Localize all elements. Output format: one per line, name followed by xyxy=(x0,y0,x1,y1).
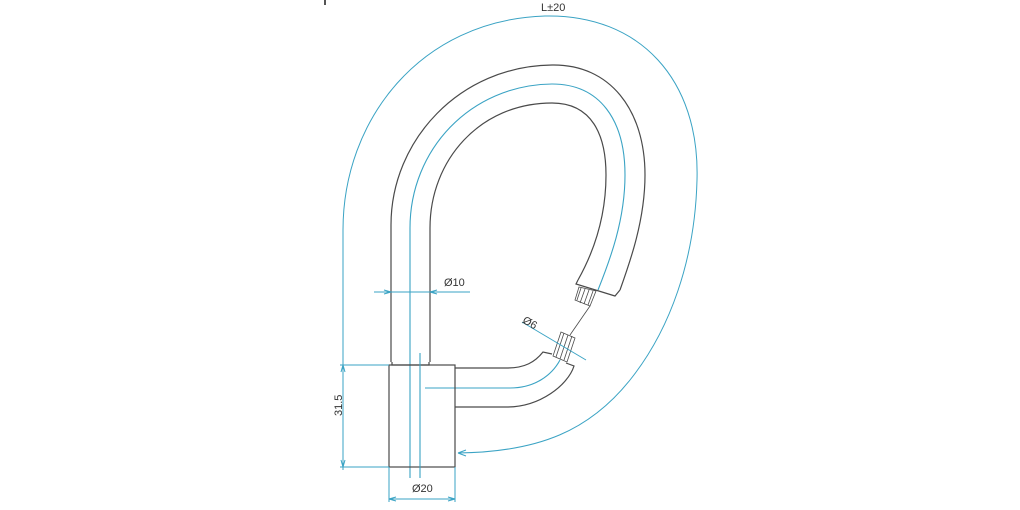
cable-centerline xyxy=(409,83,626,478)
body-height-arrow-bottom xyxy=(340,459,346,468)
lower-cable-top-outline xyxy=(455,351,553,369)
edge-mark xyxy=(324,0,326,5)
length-dimension-line xyxy=(342,15,698,454)
length-label: L±20 xyxy=(541,2,565,14)
cable-diameter-arrow-left xyxy=(383,289,392,295)
body-diameter-label: Ø20 xyxy=(412,483,433,495)
cable-outer-outline xyxy=(390,64,646,362)
length-dimension-arrow xyxy=(457,449,467,457)
body-diameter-arrow-left xyxy=(388,496,397,502)
inner-wire xyxy=(569,305,591,336)
lower-cable-bottom-outline xyxy=(455,362,575,408)
body-height-label: 31.5 xyxy=(333,395,345,416)
wire-diameter-label: Ø6 xyxy=(520,314,539,332)
lower-cable-centerline xyxy=(425,359,561,389)
lock-body xyxy=(388,364,456,468)
cable-diameter-arrow-right xyxy=(429,289,438,295)
body-diameter-arrow-right xyxy=(447,496,456,502)
upper-wire-strands xyxy=(574,286,597,307)
upper-cable-cut-end xyxy=(575,279,621,297)
cable-diameter-label: Ø10 xyxy=(444,277,465,289)
body-height-arrow-top xyxy=(340,364,346,373)
cable-inner-outline xyxy=(429,102,607,362)
wire-diameter-dimension xyxy=(521,321,587,361)
